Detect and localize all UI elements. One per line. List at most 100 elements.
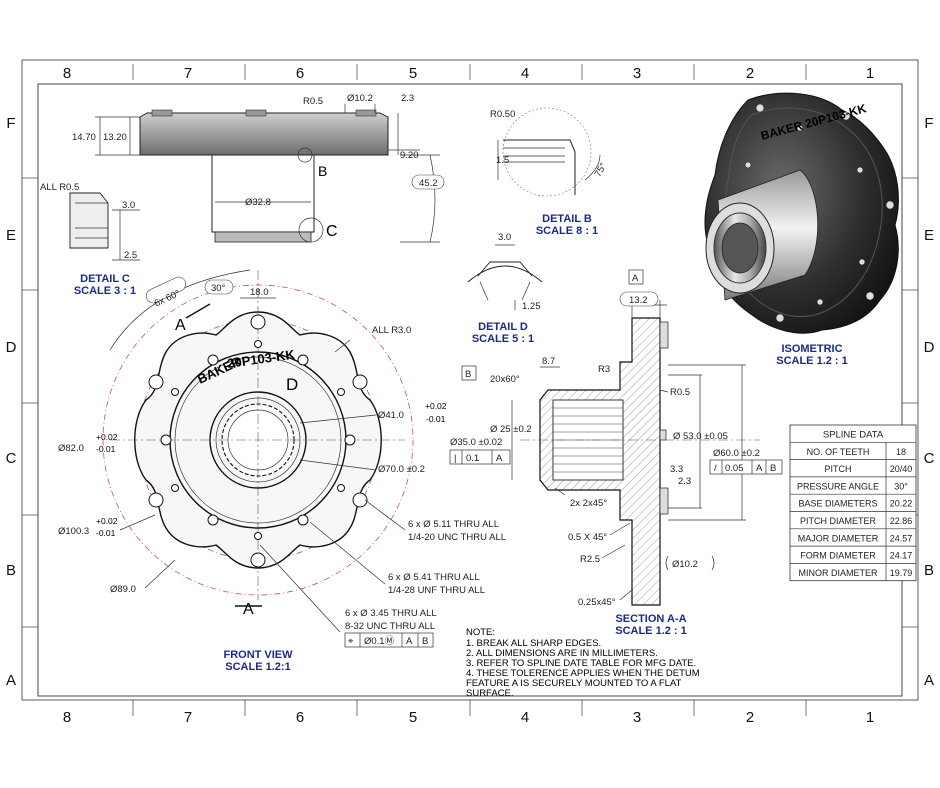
dim-all-r3: ALL R3.0 [372,325,411,336]
section-scale: SCALE 1.2 : 1 [615,625,687,637]
zone-top-8: 8 [63,65,71,82]
spline-table-value: 24.17 [890,551,913,561]
spline-table-param: PITCH DIAMETER [800,516,877,526]
hole-callout-3a: 6 x Ø 3.45 THRU ALL [345,608,437,619]
spline-table-value: 20.22 [890,499,913,509]
spline-table-param: PITCH [825,464,852,474]
detail-b-1-5: 1.5 [496,155,509,166]
section-datum-a: A [632,273,639,284]
note-line-6: SURFACE. [466,688,514,699]
zone-labels-top: 8 7 6 5 4 3 2 1 [63,65,874,82]
section-fcf2-datum-b: B [770,463,776,474]
zone-right-A: A [924,672,934,689]
zone-left-B: B [6,562,16,579]
zone-labels-bottom: 8 7 6 5 4 3 2 1 [63,709,874,726]
zone-left-C: C [6,450,17,467]
section-fcf2-symbol: / [714,463,717,474]
dim-d32-8: Ø32.8 [245,197,271,208]
zone-bottom-3: 3 [633,709,641,726]
dim-d89: Ø89.0 [110,584,136,595]
zone-right-F: F [924,115,933,132]
zone-bottom-5: 5 [409,709,417,726]
dim-30deg: 30° [211,283,226,294]
detail-d-title: DETAIL D [478,321,528,333]
hole-callout-1b: 1/4-20 UNC THRU ALL [408,532,506,543]
note-line-1: 1. BREAK ALL SHARP EDGES. [466,638,601,649]
section-dim-2-3: 2.3 [678,476,691,487]
iso-scale: SCALE 1.2 : 1 [776,355,848,367]
spline-table-value: 20/40 [890,464,913,474]
dim-d82-tol-dn: -0.01 [96,444,116,454]
callout-c: C [326,223,338,240]
spline-table-param: BASE DIAMETERS [798,499,877,509]
dim-13-20: 13.20 [103,132,127,143]
bolt-holes [148,314,368,568]
hole-callout-2a: 6 x Ø 5.41 THRU ALL [388,572,480,583]
zone-top-3: 3 [633,65,641,82]
spline-table-value: 24.57 [890,533,913,543]
iso-title: ISOMETRIC [781,343,842,355]
zone-labels-left: F E D C B A [6,115,17,689]
dim-r0-5-top: R0.5 [303,96,323,107]
spline-table-title: SPLINE DATA [823,430,884,441]
detail-b-75deg: 75° [593,161,610,179]
spline-table-param: NO. OF TEETH [807,447,870,457]
front-fcf: ⌖ Ø0.1Ⓜ A B [344,632,434,648]
section-dim-13-2: 13.2 [629,295,648,306]
zone-bottom-1: 1 [866,709,874,726]
section-fcf-1: | 0.1 A [449,449,511,465]
note-line-5: FEATURE A IS SECURELY MOUNTED TO A FLAT [466,678,682,689]
zone-right-B: B [924,562,934,579]
dim-d41: Ø41.0 [378,410,404,421]
zone-top-4: 4 [521,65,529,82]
zone-labels-right: F E D C B A [924,115,935,689]
section-fcf2-tol: 0.05 [725,463,744,474]
detail-b-title: DETAIL B [542,213,592,225]
section-dim-3-3: 3.3 [670,464,683,475]
spline-table-value: 22.86 [890,516,913,526]
note-line-4: 4. THESE TOLERENCE APPLIES WHEN THE DETU… [466,668,700,679]
section-dim-r3: R3 [598,364,610,375]
dim-d10-2-top: Ø10.2 [347,93,373,104]
section-mark-a-bottom: A [243,601,254,618]
front-fcf-tol: Ø0.1Ⓜ [364,636,395,647]
section-dim-r2-5: R2.5 [580,554,600,565]
detail-c-3-0: 3.0 [122,200,135,211]
callout-d: D [286,375,298,394]
zone-left-E: E [6,227,16,244]
zone-top-5: 5 [409,65,417,82]
zone-top-2: 2 [746,65,754,82]
zone-bottom-4: 4 [521,709,529,726]
dim-18-0: 18.0 [250,287,269,298]
section-dim-20x60: 20x60° [490,374,520,385]
zone-top-1: 1 [866,65,874,82]
dim-d41-tol-up: +0.02 [425,401,447,411]
hole-callout-2b: 1/4-28 UNF THRU ALL [388,585,485,596]
detail-c: ALL R0.5 3.0 2.5 DETAIL C SCALE 3 : 1 [40,182,140,297]
note-line-3: 3. REFER TO SPLINE DATE TABLE FOR MFG DA… [466,658,696,669]
hole-callout-3b: 8-32 UNC THRU ALL [345,621,435,632]
zone-bottom-6: 6 [296,709,304,726]
detail-d-scale: SCALE 5 : 1 [472,333,534,345]
zone-right-E: E [924,227,934,244]
notes-heading: NOTE: [466,627,495,638]
zone-bottom-8: 8 [63,709,71,726]
hole-callout-1a: 6 x Ø 5.11 THRU ALL [408,519,499,530]
dim-2-3-top: 2.3 [401,93,414,104]
front-view-title: FRONT VIEW [223,649,293,661]
note-line-2: 2. ALL DIMENSIONS ARE IN MILLIMETERS. [466,648,658,659]
front-view: BAKER 20P103-KK D A A 6x 60° 30° 18.0 AL… [58,269,506,673]
section-fcf-2: / 0.05 A B [709,459,783,475]
detail-c-scale: SCALE 3 : 1 [74,285,136,297]
dim-45-2: 45.2 [419,178,438,189]
section-mark-a-top: A [175,317,186,334]
section-dim-d60: Ø60.0 ±0.2 [713,448,760,459]
detail-c-2-5: 2.5 [124,250,137,261]
section-dim-0-25x45: 0.25x45° [578,597,616,608]
dim-d82-tol-up: +0.02 [96,432,118,442]
zone-top-6: 6 [296,65,304,82]
spline-table-param: MAJOR DIAMETER [798,533,879,543]
notes-block: NOTE: 1. BREAK ALL SHARP EDGES. 2. ALL D… [466,627,700,699]
